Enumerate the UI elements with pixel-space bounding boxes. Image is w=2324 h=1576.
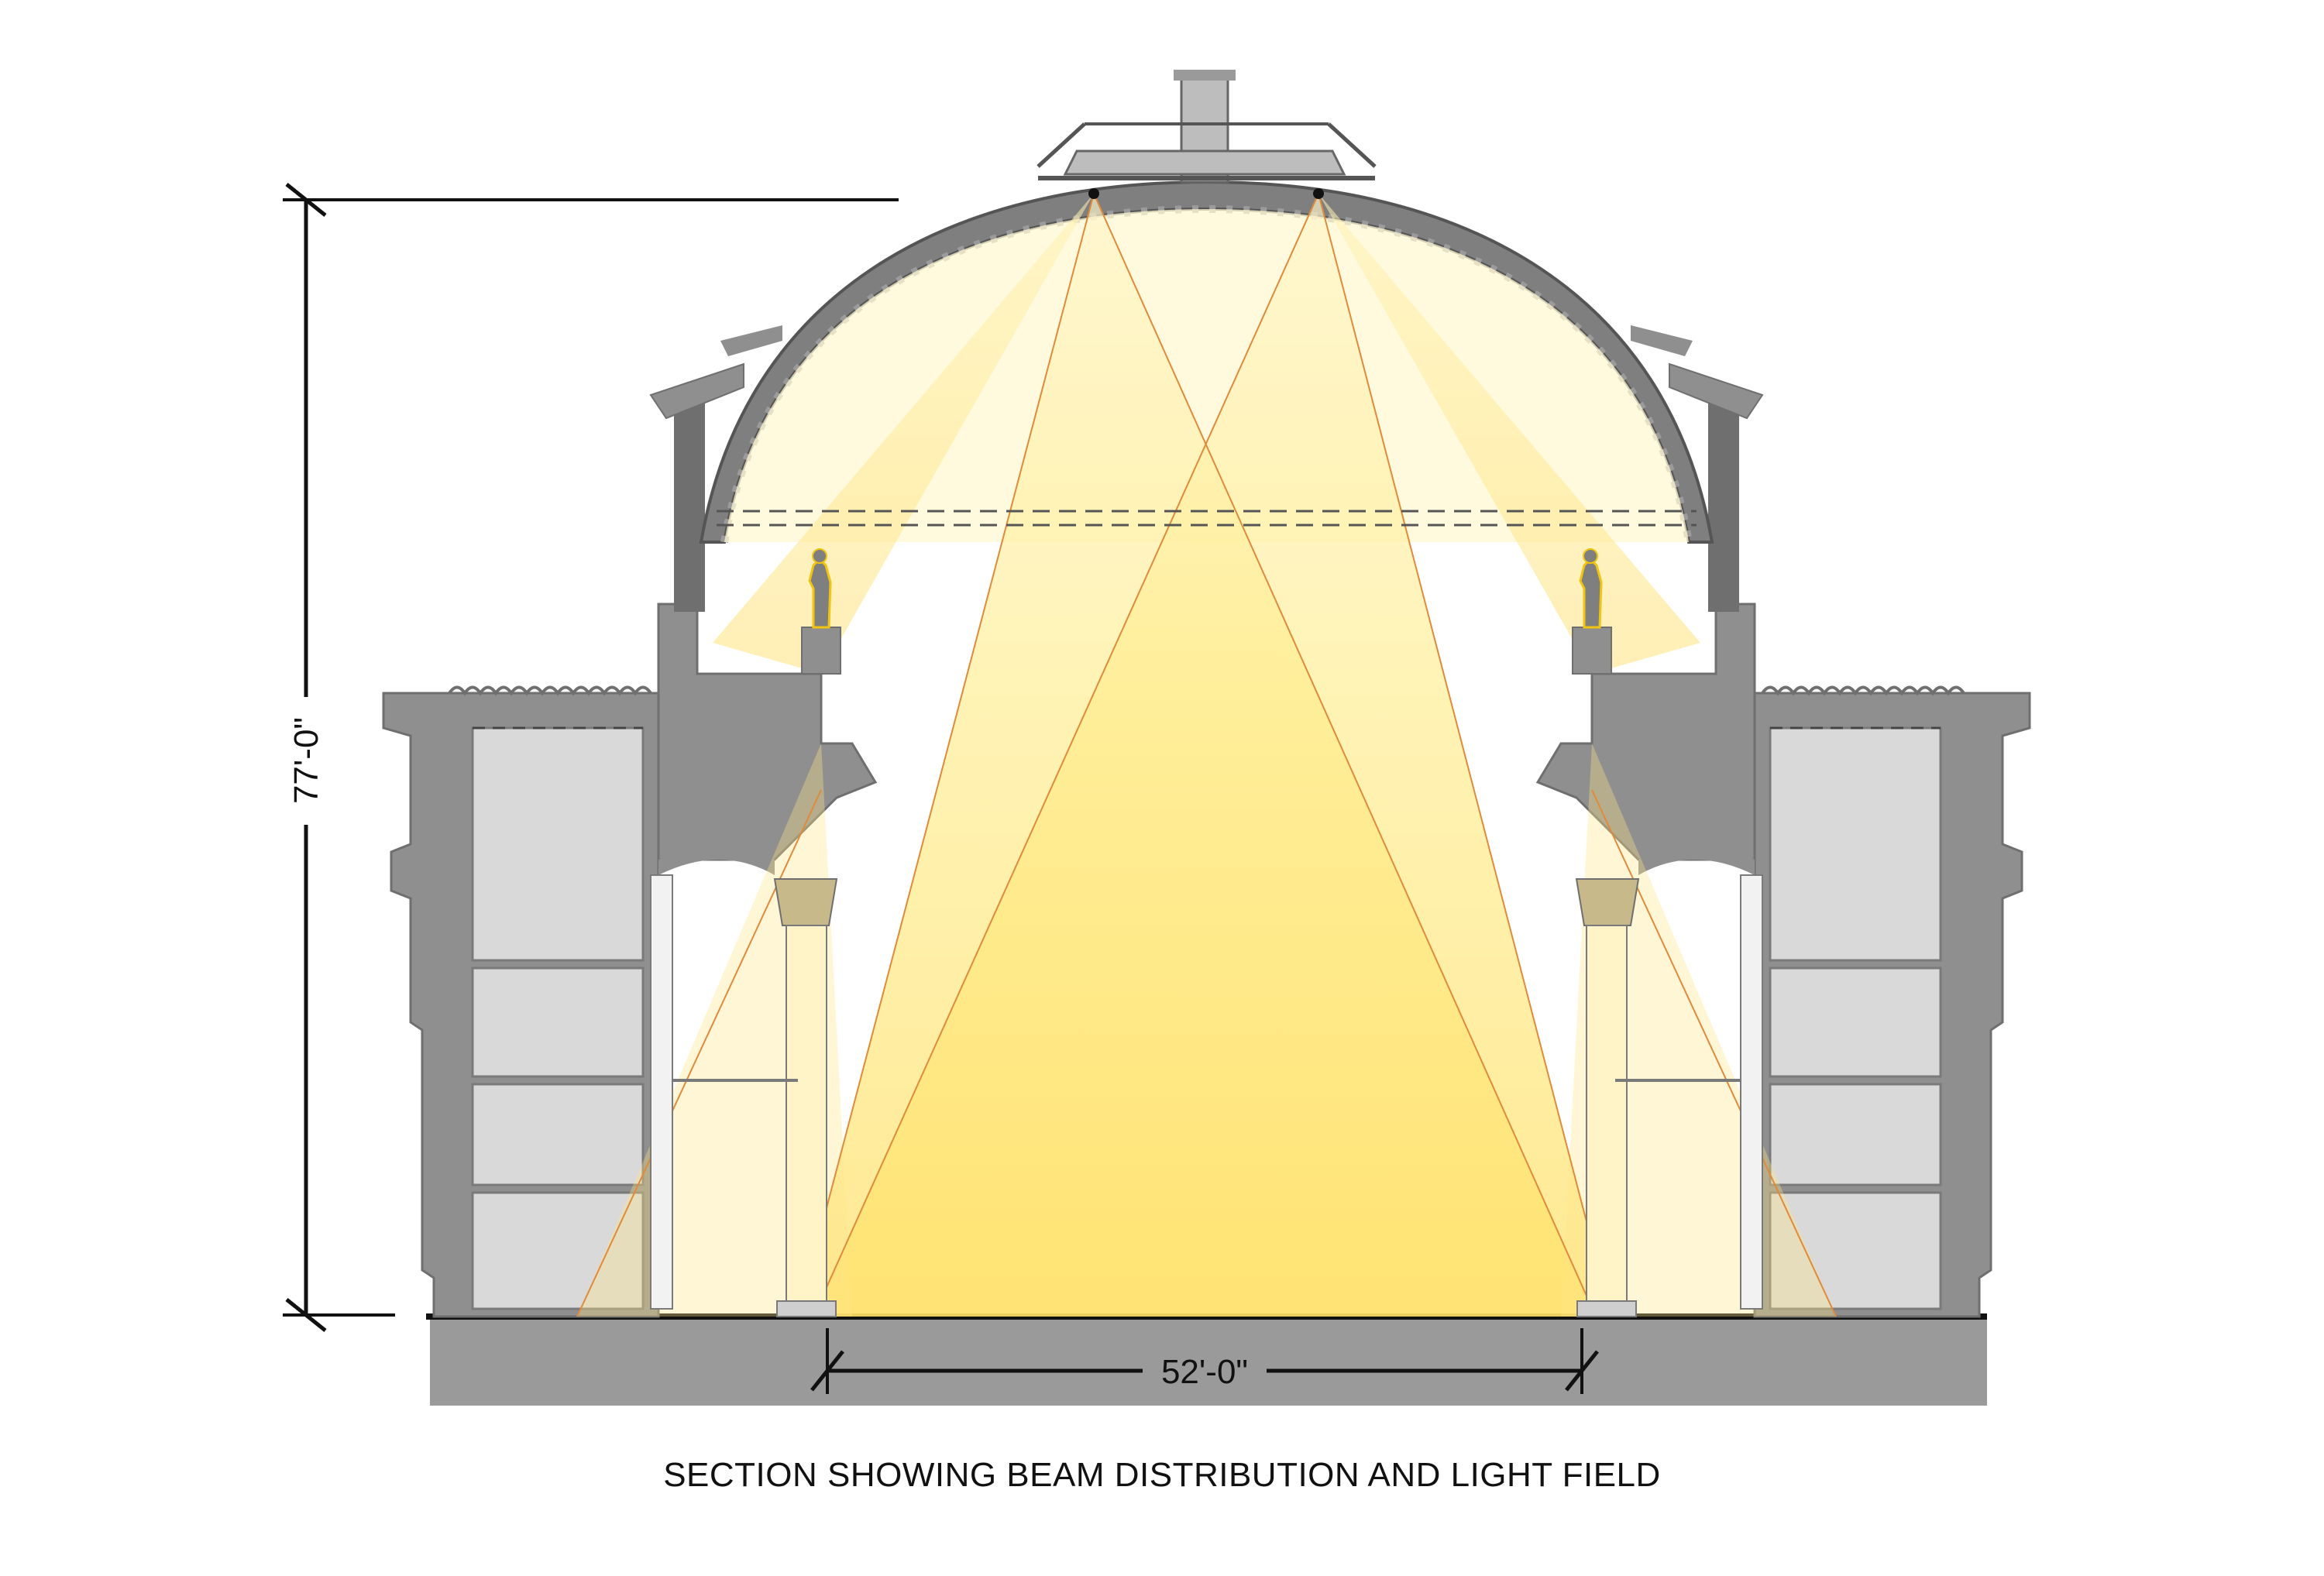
luminaire-icon — [1088, 188, 1099, 199]
left-column — [773, 878, 838, 1317]
drawing-caption: SECTION SHOWING BEAM DISTRIBUTION AND LI… — [663, 1456, 1661, 1494]
spring-line — [717, 510, 1697, 527]
luminaire-icon — [1313, 188, 1324, 199]
height-dimension: 77'-0" — [283, 183, 899, 1332]
column-capital-icon — [1575, 878, 1640, 926]
oculus-lantern — [1037, 70, 1377, 184]
rotunda-structure — [657, 403, 1756, 875]
width-dimension: 52'-0" — [810, 1328, 1599, 1394]
light-field — [724, 209, 1689, 542]
light-beams — [576, 188, 1837, 1317]
right-luminaire-beam — [813, 194, 1611, 1317]
right-wing — [1753, 685, 2031, 1318]
statue-icon — [1572, 548, 1612, 675]
right-column — [1575, 878, 1640, 1317]
height-dimension-label: 77'-0" — [287, 717, 325, 804]
left-wing — [382, 685, 660, 1318]
outer-columns — [650, 874, 1763, 1310]
statue-icon — [801, 548, 841, 675]
width-dimension-label: 52'-0" — [1161, 1353, 1248, 1391]
column-capital-icon — [773, 878, 838, 926]
